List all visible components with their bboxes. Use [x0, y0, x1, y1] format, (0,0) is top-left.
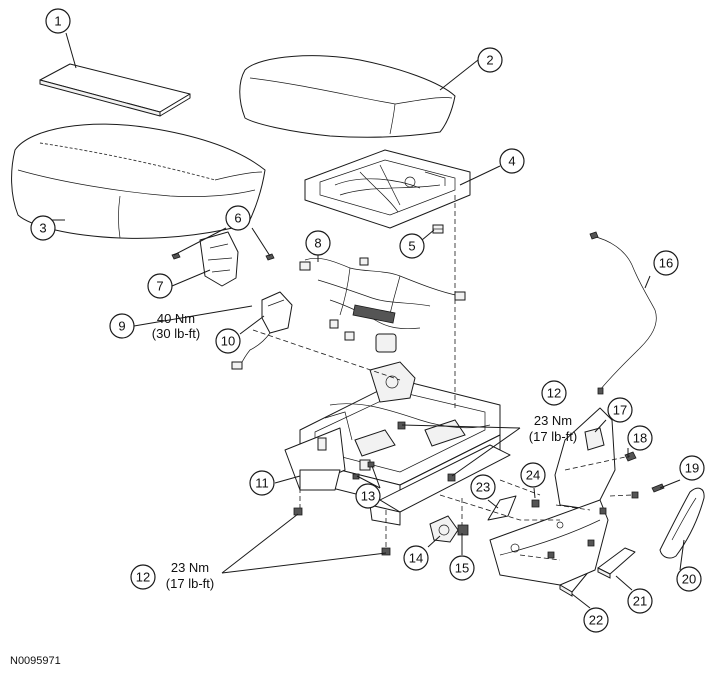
part-19-pin: [651, 483, 665, 493]
fasteners: [547, 491, 639, 559]
callout-9: 9: [109, 313, 135, 339]
svg-text:14: 14: [409, 551, 423, 566]
svg-text:6: 6: [234, 211, 241, 226]
figure-code: N0095971: [10, 655, 61, 667]
torque-spec-item9: 40 Nm (30 lb-ft): [152, 311, 200, 341]
callout-15: 15: [449, 555, 475, 581]
svg-text:40 Nm: 40 Nm: [157, 311, 195, 326]
part-2-seat-cover: [239, 55, 456, 138]
svg-text:15: 15: [455, 561, 469, 576]
torque-spec-item12-bottom: 23 Nm (17 lb-ft): [166, 560, 214, 591]
part-10-seatbelt-buckle: [231, 291, 293, 370]
callout-12-right: 12: [541, 380, 567, 406]
part-17-side-shield: [554, 407, 616, 511]
callout-11: 11: [249, 470, 275, 496]
callout-3: 3: [30, 215, 56, 241]
part-7-side-shield: [199, 231, 239, 287]
part-18-screw: [624, 451, 637, 462]
svg-text:21: 21: [633, 594, 647, 609]
callout-7: 7: [147, 273, 173, 299]
svg-text:23 Nm: 23 Nm: [534, 413, 572, 428]
svg-text:17: 17: [613, 403, 627, 418]
svg-text:19: 19: [685, 461, 699, 476]
callout-17: 17: [607, 397, 633, 423]
callout-2: 2: [477, 47, 503, 73]
part-15-bolt: [457, 524, 469, 536]
svg-text:12: 12: [547, 386, 561, 401]
callout-6: 6: [225, 205, 251, 231]
assembly-lines: [252, 195, 633, 561]
svg-text:11: 11: [255, 476, 269, 491]
outer-side-shield: [489, 499, 609, 586]
callout-14: 14: [403, 545, 429, 571]
callout-21: 21: [627, 588, 653, 614]
part-21-cover: [597, 547, 636, 579]
torque-spec-item12-right: 23 Nm (17 lb-ft): [529, 413, 577, 444]
part-16-cable: [589, 231, 657, 395]
svg-text:10: 10: [221, 334, 235, 349]
callout-12-bottom: 12: [130, 564, 156, 590]
svg-text:13: 13: [361, 489, 375, 504]
svg-text:23 Nm: 23 Nm: [171, 560, 209, 575]
part-4-seat-pan: [304, 149, 471, 229]
part-24-nut: [531, 499, 540, 508]
callout-5: 5: [399, 233, 425, 259]
svg-text:12: 12: [136, 570, 150, 585]
part-23-bracket: [487, 495, 517, 521]
callout-20: 20: [676, 566, 702, 592]
callout-13: 13: [355, 483, 381, 509]
svg-text:16: 16: [659, 256, 673, 271]
svg-text:4: 4: [508, 154, 515, 169]
svg-text:7: 7: [156, 279, 163, 294]
svg-text:1: 1: [54, 14, 61, 29]
callout-18: 18: [627, 425, 653, 451]
svg-text:24: 24: [526, 468, 540, 483]
callout-16: 16: [653, 250, 679, 276]
part-5-clip: [432, 224, 444, 234]
callout-24: 24: [520, 462, 546, 488]
callout-23: 23: [470, 474, 496, 500]
seat-track-frame: [284, 361, 511, 526]
svg-text:3: 3: [39, 221, 46, 236]
svg-text:23: 23: [476, 480, 490, 495]
part-1-seat-pad: [39, 63, 191, 117]
svg-text:5: 5: [408, 239, 415, 254]
part-14-motor: [429, 515, 459, 543]
callout-8: 8: [305, 230, 331, 256]
callout-4: 4: [499, 148, 525, 174]
callout-19: 19: [679, 455, 705, 481]
svg-text:8: 8: [314, 236, 321, 251]
svg-text:(30 lb-ft): (30 lb-ft): [152, 326, 200, 341]
svg-text:22: 22: [589, 613, 603, 628]
part-8-wiring-harness: [299, 257, 466, 353]
svg-text:18: 18: [633, 431, 647, 446]
leader-lines: [50, 32, 685, 609]
svg-text:2: 2: [486, 53, 493, 68]
svg-text:(17 lb-ft): (17 lb-ft): [166, 576, 214, 591]
callout-22: 22: [583, 607, 609, 633]
callout-10: 10: [215, 328, 241, 354]
callout-1: 1: [45, 8, 71, 34]
part-20-trim-panel: [659, 487, 705, 559]
svg-text:9: 9: [118, 319, 125, 334]
svg-text:(17 lb-ft): (17 lb-ft): [529, 429, 577, 444]
svg-text:20: 20: [682, 572, 696, 587]
